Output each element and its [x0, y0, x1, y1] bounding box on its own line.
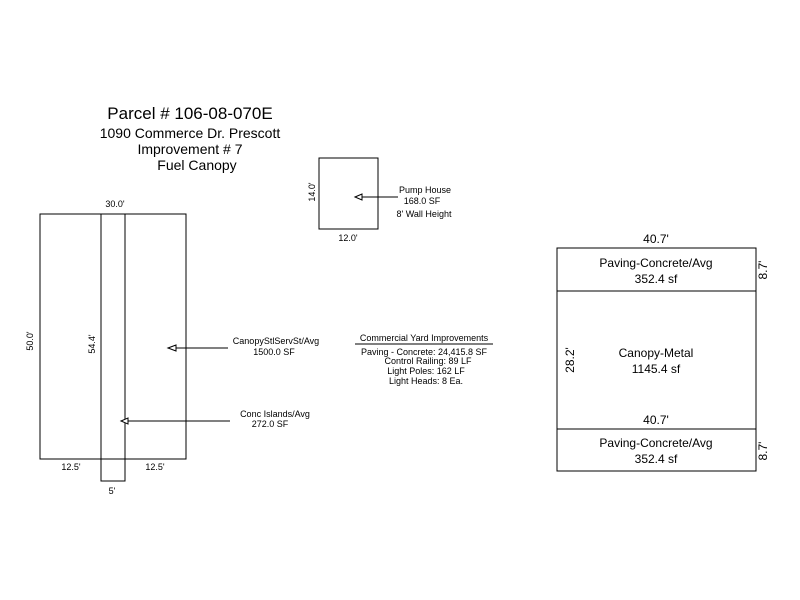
strip-width-dimension: 5' [109, 486, 116, 496]
pump-house-height: 14.0' [307, 182, 317, 202]
canopy-metal-height: 28.2' [563, 347, 577, 373]
improvement-description: Fuel Canopy [157, 157, 236, 173]
yard-line: Light Heads: 8 Ea. [389, 376, 463, 386]
top-paving-label: Paving-Concrete/Avg [599, 256, 712, 270]
yard-line: Control Railing: 89 LF [384, 356, 472, 366]
yard-line: Paving - Concrete: 24,415.8 SF [361, 347, 488, 357]
canopy-top-dimension: 30.0' [105, 199, 125, 209]
canopy-leader-arrow-icon [166, 344, 177, 352]
yard-line: Light Poles: 162 LF [387, 366, 465, 376]
canopy-sketch: 30.0' 50.0' 54.4' 12.5' 12.5' 5' CanopyS… [25, 199, 319, 496]
bottom-paving-height: 8.7' [756, 442, 770, 461]
strip-length-dimension: 54.4' [87, 334, 97, 354]
top-paving-height: 8.7' [756, 261, 770, 280]
yard-title: Commercial Yard Improvements [360, 333, 489, 343]
right-top-width: 40.7' [643, 232, 669, 246]
bottom-paving-label: Paving-Concrete/Avg [599, 436, 712, 450]
bottom-right-dimension: 12.5' [145, 462, 165, 472]
islands-leader-arrow-icon [119, 417, 129, 425]
islands-label: Conc Islands/Avg [240, 409, 310, 419]
right-bottom-width: 40.7' [643, 413, 669, 427]
canopy-paving-sketch: 40.7' Paving-Concrete/Avg 352.4 sf 8.7' … [556, 232, 770, 472]
top-paving-area: 352.4 sf [635, 272, 678, 286]
canopy-label: CanopyStlServSt/Avg [233, 336, 319, 346]
pump-house-arrow-icon [353, 193, 363, 201]
canopy-outline [39, 213, 187, 460]
canopy-area: 1500.0 SF [253, 347, 295, 357]
island-strip [100, 213, 126, 482]
address: 1090 Commerce Dr. Prescott [100, 125, 281, 141]
pump-house-outline [318, 157, 379, 230]
improvement-number: Improvement # 7 [137, 141, 242, 157]
pump-house-sketch: 14.0' 12.0' Pump House 168.0 SF 8' Wall … [307, 157, 452, 243]
bottom-paving-area: 352.4 sf [635, 452, 678, 466]
pump-house-area: 168.0 SF [404, 196, 441, 206]
pump-house-width: 12.0' [338, 233, 358, 243]
pump-house-wall-height: 8' Wall Height [397, 209, 452, 219]
canopy-left-dimension: 50.0' [25, 331, 35, 351]
parcel-number: Parcel # 106-08-070E [107, 104, 272, 123]
pump-house-label: Pump House [399, 185, 451, 195]
right-sketch-outline [556, 247, 757, 472]
canopy-metal-area: 1145.4 sf [632, 362, 681, 376]
yard-improvements: Commercial Yard Improvements Paving - Co… [355, 333, 493, 386]
canopy-metal-label: Canopy-Metal [619, 346, 694, 360]
islands-area: 272.0 SF [252, 419, 289, 429]
bottom-left-dimension: 12.5' [61, 462, 81, 472]
